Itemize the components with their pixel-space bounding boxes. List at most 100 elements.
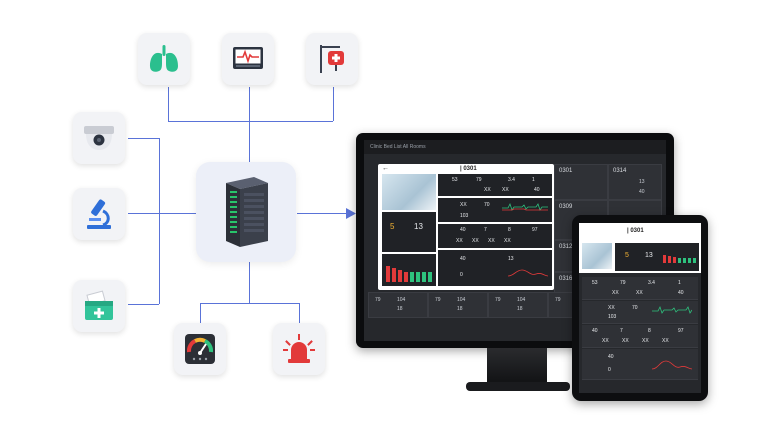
tablet-vitals-row: 40 7 8 97 XX XX XX XX bbox=[582, 325, 698, 348]
panel-bed-id: | 0301 bbox=[460, 166, 477, 172]
vitals-block: 40 7 8 97 XX XX XX XX bbox=[438, 224, 552, 248]
lungs-tile bbox=[138, 33, 190, 85]
vital-value: XX bbox=[636, 290, 643, 296]
vital-value: 1 bbox=[532, 177, 535, 183]
medical-box-tile bbox=[73, 280, 125, 332]
monitor-stand-base bbox=[466, 382, 570, 391]
vital-value: XX bbox=[504, 238, 511, 244]
connector-top-right-drop bbox=[333, 87, 334, 121]
server-rack-icon bbox=[226, 177, 268, 247]
vital-value: 0 bbox=[460, 272, 463, 278]
security-camera-tile bbox=[73, 112, 125, 164]
vital-value: 53 bbox=[592, 280, 598, 286]
connector-bottom-right bbox=[299, 303, 300, 323]
vitals-block: XX 70 103 bbox=[438, 198, 552, 222]
microscope-tile bbox=[73, 188, 125, 240]
tablet-vitals-row: 40 0 bbox=[582, 349, 698, 380]
waveform-chart bbox=[508, 269, 548, 277]
connector-bottom-drop bbox=[249, 262, 250, 303]
vital-value: 97 bbox=[678, 328, 684, 334]
connector-left-vertical bbox=[159, 138, 160, 304]
back-arrow-icon[interactable]: ← bbox=[382, 165, 389, 172]
bed-tile[interactable]: 0314 13 40 bbox=[608, 164, 662, 200]
vitals-block: 40 0 13 bbox=[438, 250, 552, 286]
connector-to-monitor bbox=[297, 213, 349, 214]
monitor-topbar: Clinic Bed List All Rooms bbox=[364, 140, 666, 154]
vital-value: XX bbox=[602, 338, 609, 344]
vital-value: 40 bbox=[460, 256, 466, 262]
connector-top-mid-drop bbox=[249, 87, 250, 162]
tablet-detail-panel: 5 13 bbox=[579, 243, 701, 273]
patient-detail-panel: ← | 0301 53 79 3.4 1 XX XX 40 XX 70 103 bbox=[378, 164, 554, 290]
vital-value: XX bbox=[488, 238, 495, 244]
alarm-light-icon bbox=[283, 334, 315, 363]
connector-bottom-left bbox=[200, 303, 201, 323]
vital-value: 97 bbox=[532, 227, 538, 233]
vital-value: 8 bbox=[508, 227, 511, 233]
tablet-bed-id: | 0301 bbox=[627, 228, 644, 234]
vital-value: 103 bbox=[608, 314, 617, 320]
vital-value: XX bbox=[472, 238, 479, 244]
vital-value: XX bbox=[608, 305, 615, 311]
bar-indicator bbox=[386, 266, 432, 282]
spo2-value: 5 bbox=[390, 222, 395, 231]
bed-value: 18 bbox=[397, 306, 403, 312]
vital-value: 8 bbox=[648, 328, 651, 334]
vital-value: 13 bbox=[508, 256, 514, 262]
bed-id: 0301 bbox=[559, 168, 573, 174]
vital-monitor-icon bbox=[233, 47, 263, 69]
connector-left-bottom bbox=[128, 304, 159, 305]
connector-left-mid bbox=[128, 213, 196, 214]
tablet-screen: | 0301 5 13 53 79 3.4 1 bbox=[579, 223, 701, 393]
vital-value: XX bbox=[662, 338, 669, 344]
bed-value: 79 bbox=[495, 297, 501, 303]
patient-camera-view[interactable] bbox=[582, 243, 612, 269]
alarm-light-tile bbox=[273, 323, 325, 375]
vital-value: 7 bbox=[484, 227, 487, 233]
tablet-vitals-row: 53 79 3.4 1 XX XX 40 bbox=[582, 277, 698, 300]
bed-tile[interactable]: 79 104 18 bbox=[488, 292, 548, 318]
iv-drip-tile bbox=[306, 33, 358, 85]
vital-value: 53 bbox=[452, 177, 458, 183]
rate-value: 13 bbox=[414, 222, 423, 231]
waveform-chart bbox=[652, 305, 692, 314]
connector-top-horizontal bbox=[168, 121, 333, 122]
bed-id: 0312 bbox=[559, 244, 573, 250]
vital-monitor-tile bbox=[222, 33, 274, 85]
tablet-vitals-row: XX 70 103 bbox=[582, 301, 698, 324]
connector-top-left-drop bbox=[168, 87, 169, 121]
bed-value: 79 bbox=[435, 297, 441, 303]
vital-value: 79 bbox=[620, 280, 626, 286]
vitals-block: 53 79 3.4 1 XX XX 40 bbox=[438, 174, 552, 196]
bed-value: 40 bbox=[639, 189, 645, 195]
bed-value: 18 bbox=[517, 306, 523, 312]
vital-value: 3.4 bbox=[648, 280, 655, 286]
server-tile bbox=[196, 162, 296, 262]
vital-value: 40 bbox=[678, 290, 684, 296]
connector-bottom-horizontal bbox=[200, 303, 300, 304]
bed-value: 18 bbox=[457, 306, 463, 312]
bed-tile[interactable]: 0301 bbox=[554, 164, 608, 200]
vitals-block: 5 13 bbox=[615, 243, 699, 271]
vital-value: XX bbox=[622, 338, 629, 344]
trend-bars bbox=[382, 254, 436, 286]
arrow-right-icon bbox=[346, 208, 356, 219]
security-camera-icon bbox=[84, 126, 114, 150]
vital-value: 0 bbox=[608, 367, 611, 373]
waveform-chart bbox=[502, 202, 548, 211]
gauge-tile bbox=[174, 323, 226, 375]
bar-indicator bbox=[663, 255, 696, 263]
monitor-stand-neck bbox=[487, 348, 547, 384]
rate-value: 13 bbox=[645, 252, 653, 259]
bed-tile[interactable]: 79 104 18 bbox=[368, 292, 428, 318]
patient-camera-view[interactable] bbox=[382, 174, 436, 210]
vital-value: 40 bbox=[608, 354, 614, 360]
vitals-block: 5 13 bbox=[382, 212, 436, 252]
vital-value: 7 bbox=[620, 328, 623, 334]
tablet-header: | 0301 bbox=[579, 223, 701, 243]
vital-value: 3.4 bbox=[508, 177, 515, 183]
bed-id: 0316 bbox=[559, 276, 573, 282]
vital-value: XX bbox=[612, 290, 619, 296]
bed-tile[interactable]: 79 104 18 bbox=[428, 292, 488, 318]
bed-value: 13 bbox=[639, 179, 645, 185]
